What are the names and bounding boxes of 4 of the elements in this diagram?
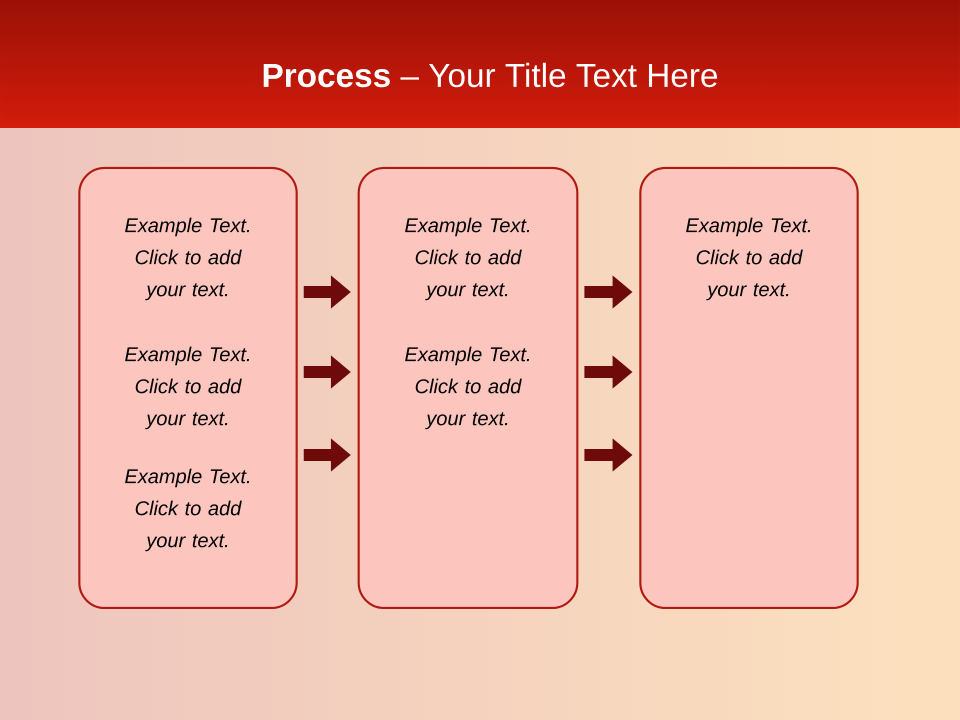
process-box: Example Text. Click to add your text. Example Text. Click to add your text. Example Text. Click to add your text.	[78, 166, 298, 610]
process-box: Example Text. Click to add your text.	[639, 166, 859, 610]
process-box: Example Text. Click to add your text. Example Text. Click to add your text.	[358, 166, 578, 610]
title: Process – Your Title Text Here	[264, 62, 717, 88]
